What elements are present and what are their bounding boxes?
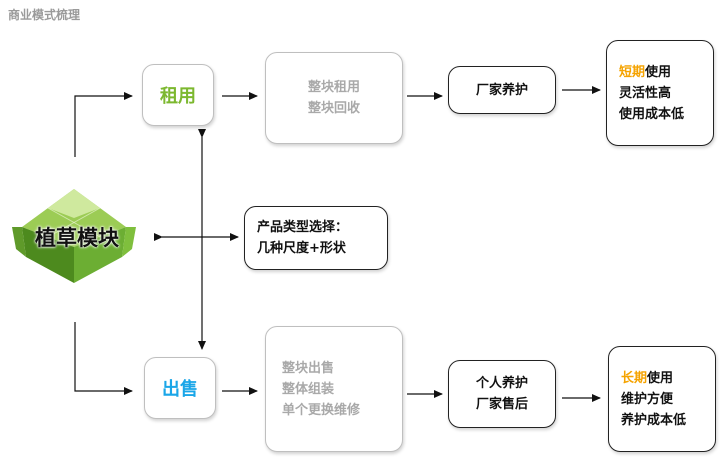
rent-process-line: 整块租用 bbox=[307, 80, 360, 95]
sale-maintenance-line: 个人养护 bbox=[475, 376, 528, 391]
rent-benefit-line-1: 短期使用 bbox=[619, 62, 713, 83]
sale-label: 出售 bbox=[162, 379, 198, 400]
grass-module: 植草模块 bbox=[8, 187, 146, 287]
rent-benefit-line-1-rest: 使用 bbox=[645, 64, 672, 80]
page-title: 商业模式梳理 bbox=[8, 8, 81, 22]
rent-benefit-line-2: 灵活性高 bbox=[619, 85, 672, 101]
sale-benefits-box: 长期使用 维护方便 养护成本低 bbox=[608, 346, 716, 452]
sale-benefit-line-1: 长期使用 bbox=[621, 368, 715, 389]
sale-box: 出售 bbox=[144, 357, 216, 419]
sale-maintenance-box: 个人养护 厂家售后 bbox=[448, 360, 556, 428]
sale-benefit-line-1-rest: 使用 bbox=[647, 370, 674, 386]
sale-process-box: 整块出售 整体组装 单个更换维修 bbox=[265, 326, 403, 452]
sale-benefit-accent: 长期 bbox=[621, 370, 648, 386]
module-label: 植草模块 bbox=[35, 226, 119, 250]
grass-module-icon bbox=[12, 189, 136, 283]
product-type-line: 几种尺度+形状 bbox=[257, 241, 346, 256]
product-type-box: 产品类型选择： 几种尺度+形状 bbox=[244, 206, 388, 270]
rent-benefit-line-3: 使用成本低 bbox=[619, 106, 685, 122]
sale-process-line: 整块出售 bbox=[282, 360, 335, 376]
rent-process-line: 整块回收 bbox=[307, 101, 360, 116]
rent-benefit-accent: 短期 bbox=[619, 64, 646, 80]
sale-process-line: 整体组装 bbox=[282, 381, 335, 397]
rent-maintenance-box: 厂家养护 bbox=[448, 66, 556, 114]
sale-benefit-line-2: 维护方便 bbox=[621, 391, 674, 407]
sale-process-line: 单个更换维修 bbox=[282, 402, 361, 418]
product-type-line: 产品类型选择： bbox=[257, 220, 349, 235]
rent-benefits-box: 短期使用 灵活性高 使用成本低 bbox=[606, 40, 714, 146]
rent-label: 租用 bbox=[160, 86, 196, 107]
sale-maintenance-line: 厂家售后 bbox=[475, 397, 528, 412]
rent-process-box: 整块租用 整块回收 bbox=[265, 52, 403, 144]
sale-benefit-line-3: 养护成本低 bbox=[621, 412, 687, 428]
rent-box: 租用 bbox=[142, 64, 214, 126]
rent-maintenance-line: 厂家养护 bbox=[475, 82, 528, 98]
